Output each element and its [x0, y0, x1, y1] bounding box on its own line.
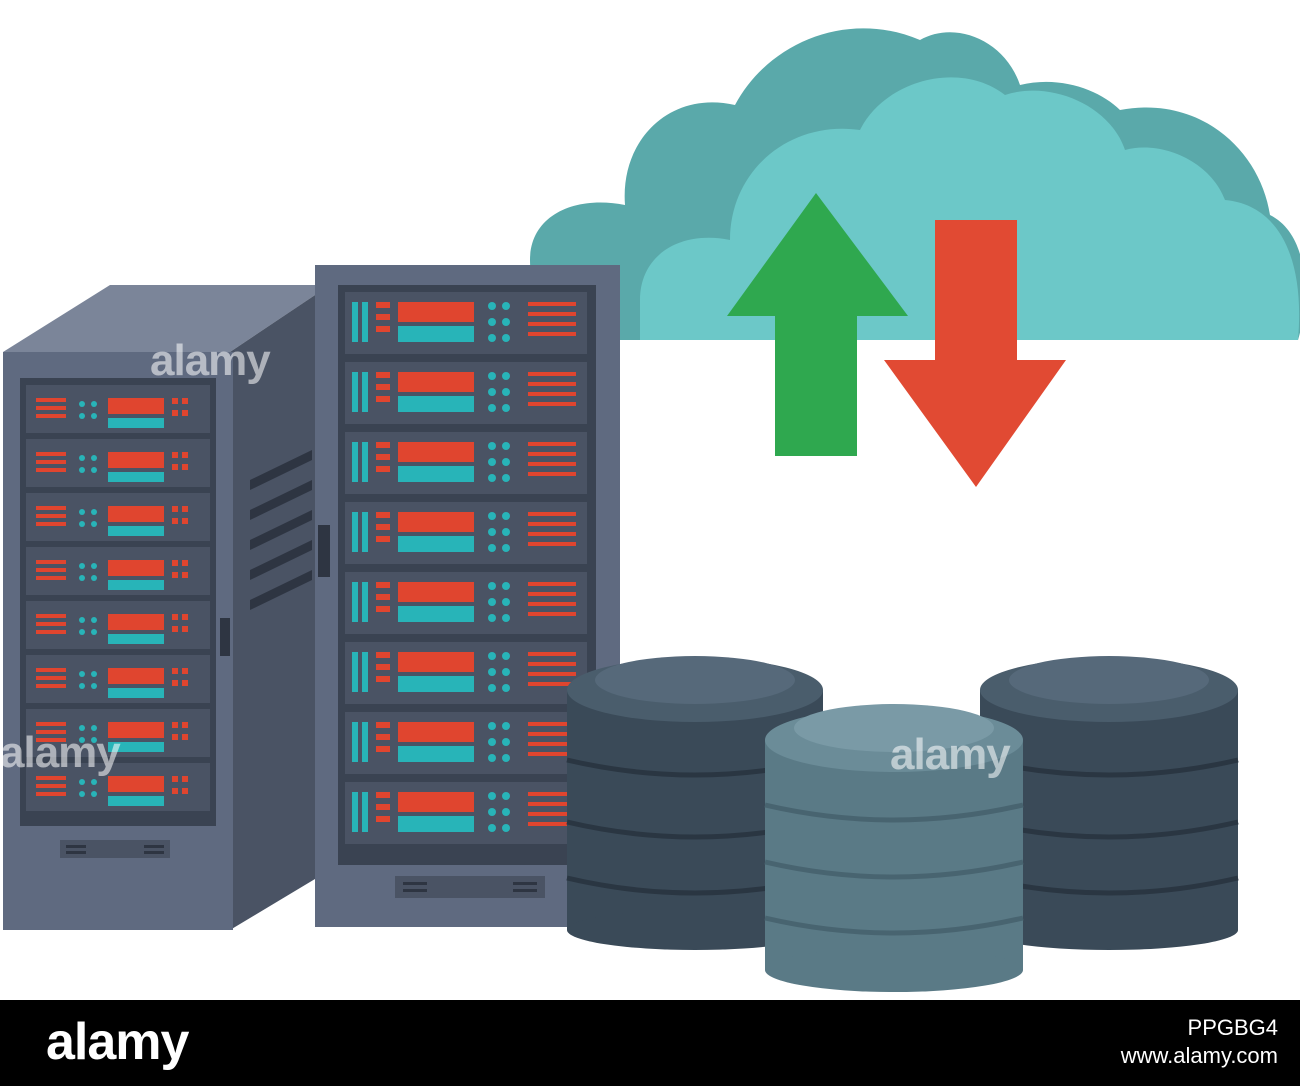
download-arrow-icon [884, 220, 1066, 487]
server-rack-icon [3, 285, 330, 930]
illustration [3, 28, 1300, 992]
cloud-icon [530, 28, 1300, 341]
footer-logo: alamy [46, 1013, 189, 1071]
footer-info: PPGBG4 www.alamy.com [1121, 1014, 1278, 1070]
footer-bar: alamy PPGBG4 www.alamy.com [0, 1000, 1300, 1086]
site-url: www.alamy.com [1120, 1043, 1278, 1068]
image-id: PPGBG4 [1187, 1015, 1278, 1040]
server-rack-icon [315, 265, 620, 927]
upload-arrow-icon [727, 193, 908, 456]
database-icon [764, 704, 1024, 992]
